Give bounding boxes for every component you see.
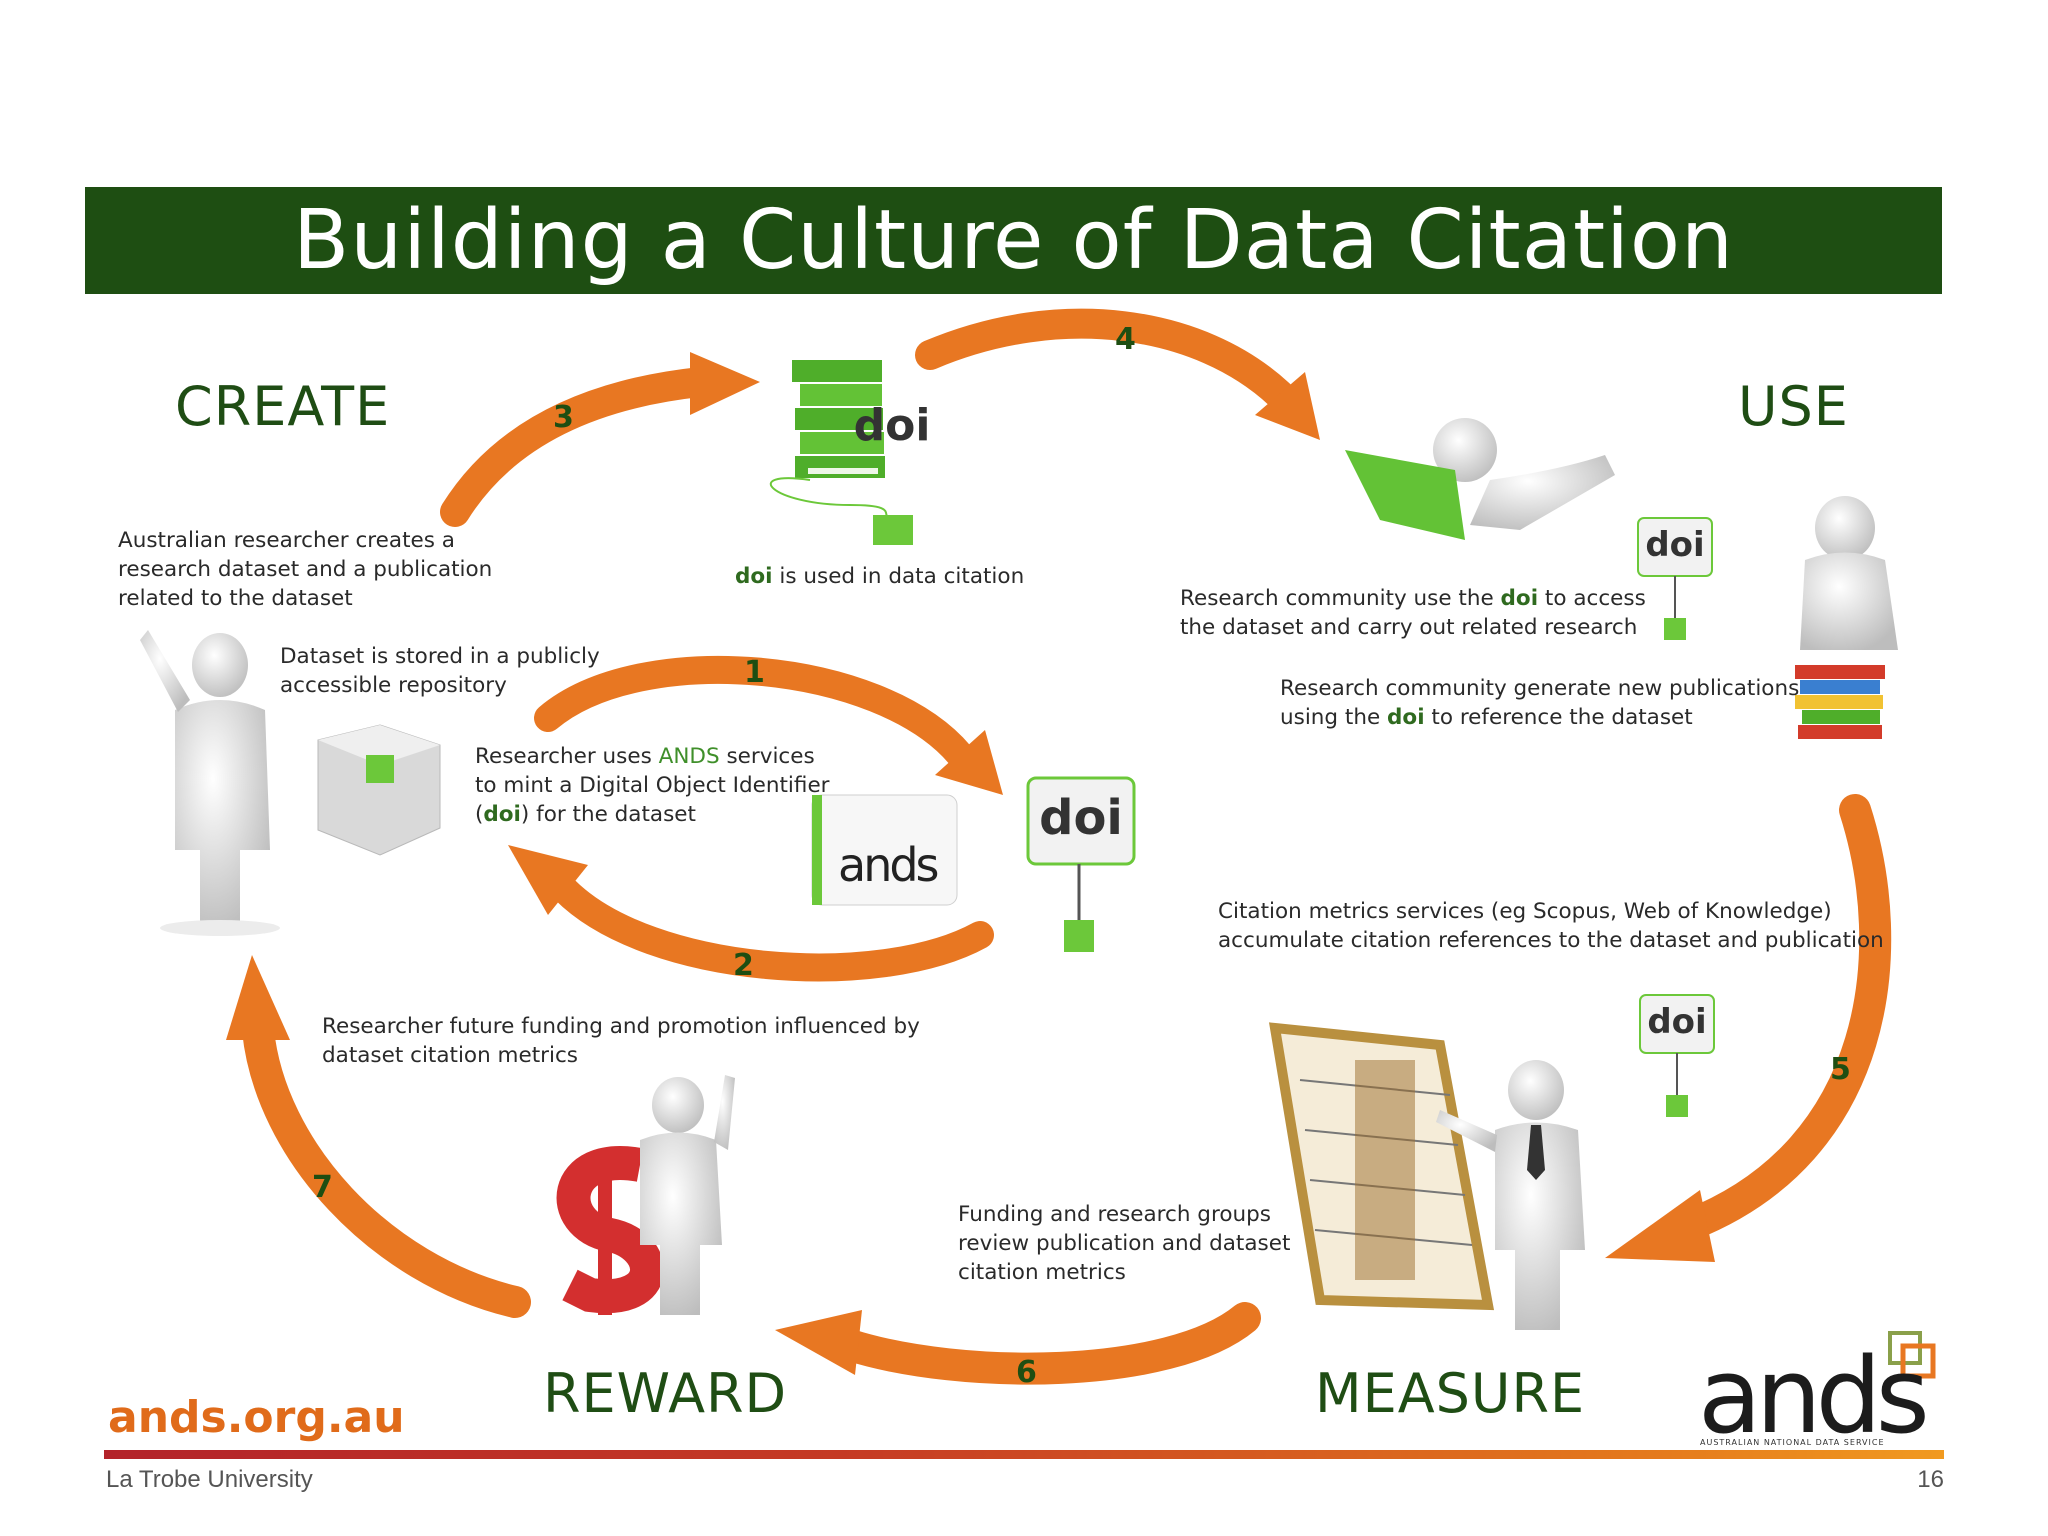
caption-generate: Research community generate new publicat… xyxy=(1280,676,1800,730)
caption-future: Researcher future funding and promotion … xyxy=(322,1014,920,1068)
ands-logo-subtitle: AUSTRALIAN NATIONAL DATA SERVICE xyxy=(1700,1438,1885,1447)
caption-access: Research community use the doi to access… xyxy=(1180,586,1646,640)
abacus-icon xyxy=(1268,1022,1495,1311)
stage-create: CREATE xyxy=(175,375,391,438)
title-banner xyxy=(85,187,1942,294)
sitting-reader-figure xyxy=(1795,496,1898,739)
caption-stored: Dataset is stored in a publicly accessib… xyxy=(280,644,600,698)
researcher-figure xyxy=(140,630,280,936)
step-number: 2 xyxy=(733,948,754,983)
reading-figure xyxy=(1345,418,1615,540)
ands-device-logo: ands xyxy=(838,838,940,892)
stage-use: USE xyxy=(1738,375,1849,438)
step-number: 3 xyxy=(553,400,574,435)
doi-tag-label: doi xyxy=(1645,525,1705,565)
caption-mint: Researcher uses ANDS services to mint a … xyxy=(475,744,830,827)
page-title: Building a Culture of Data Citation xyxy=(292,193,1735,288)
arrow-6 xyxy=(775,1302,1261,1385)
arrow-2 xyxy=(508,845,994,982)
arrow-1 xyxy=(534,655,1003,795)
step-number: 5 xyxy=(1830,1052,1851,1087)
stage-measure: MEASURE xyxy=(1315,1362,1586,1425)
ands-device-icon xyxy=(811,794,958,906)
doi-tag-icon xyxy=(1639,994,1715,1117)
doi-tag-icon xyxy=(1637,517,1713,640)
step-number: 4 xyxy=(1115,322,1136,357)
doi-tag-label: doi xyxy=(1039,790,1123,846)
arrow-5 xyxy=(1605,794,1892,1262)
dollar-sign-icon xyxy=(556,1146,664,1315)
caption-funding: Funding and research groups review publi… xyxy=(958,1202,1291,1285)
doi-tag-label: doi xyxy=(1647,1002,1707,1042)
rewarded-figure xyxy=(640,1075,735,1315)
arrow-4 xyxy=(915,308,1320,440)
caption-create: Australian researcher creates a research… xyxy=(118,528,493,611)
doi-tag-label: doi xyxy=(853,400,931,451)
caption-doi-used: doi is used in data citation xyxy=(735,564,1025,589)
footer-divider xyxy=(104,1450,1944,1459)
page-number: 16 xyxy=(1917,1466,1944,1493)
step-number: 1 xyxy=(744,655,765,690)
footer-institution: La Trobe University xyxy=(106,1466,313,1493)
doi-tag-icon xyxy=(1026,776,1136,952)
arrow-3 xyxy=(440,352,760,527)
presenter-figure xyxy=(1436,1060,1585,1330)
stage-reward: REWARD xyxy=(543,1362,788,1425)
ands-url: ands.org.au xyxy=(108,1392,405,1443)
ands-logo: ands xyxy=(1698,1335,1930,1457)
ands-logo-mark xyxy=(1888,1331,1936,1379)
arrow-7 xyxy=(226,955,531,1318)
books-icon xyxy=(769,360,913,545)
caption-metrics: Citation metrics services (eg Scopus, We… xyxy=(1218,899,1884,953)
data-cube-icon xyxy=(317,724,441,856)
step-number: 7 xyxy=(312,1170,333,1205)
step-number: 6 xyxy=(1016,1355,1037,1390)
